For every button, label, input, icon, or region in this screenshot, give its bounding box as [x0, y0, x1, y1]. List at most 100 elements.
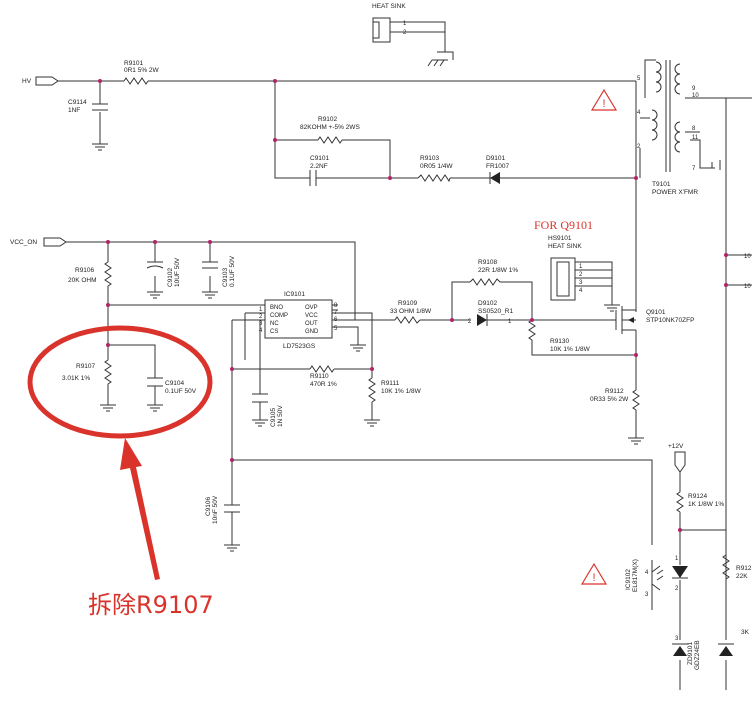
zd9101-zener — [672, 643, 688, 656]
t9101-transformer — [651, 60, 681, 172]
r9124-value: 1K 1/8W 1% — [688, 501, 724, 508]
zd9101-value: GDZ24EB — [694, 640, 701, 670]
vcc-on-label: VCC_ON — [10, 239, 37, 246]
ic9101-value: LD7523GS — [283, 343, 316, 350]
pin-label: 1 — [403, 21, 407, 27]
r9109-ref: R9109 — [398, 300, 418, 307]
ic9102-optocoupler — [651, 565, 688, 591]
c9103-label: C9103 — [222, 267, 229, 287]
pin-label: 4 — [645, 570, 649, 576]
pin-label: 7 — [334, 310, 338, 316]
pin-label: 2 — [403, 30, 407, 36]
hs9101-heat-sink — [550, 257, 576, 301]
zener-2 — [718, 643, 734, 656]
ic-pin-comp: COMP — [270, 313, 288, 319]
wires — [58, 21, 752, 690]
d9101-value: FR1007 — [486, 163, 510, 170]
r9109-resistor — [394, 316, 421, 324]
r9108-value: 22R 1/8W 1% — [478, 267, 518, 274]
r9107-ref: R9107 — [76, 363, 96, 370]
r9112-resistor — [632, 389, 640, 411]
r9107-resistor — [104, 359, 112, 385]
ic-pin-out: OUT — [305, 321, 318, 327]
pin-label: 5 — [637, 76, 641, 82]
r912x-ref: R912 — [736, 565, 752, 572]
pin-label: 10 — [744, 254, 751, 260]
pin-label: 1 — [259, 307, 263, 313]
ic9101-ref: IC9101 — [284, 291, 305, 298]
pin-label: 4 — [637, 110, 641, 116]
annotation-arrow — [120, 438, 160, 580]
r9110-ref: R9110 — [310, 373, 329, 380]
pin-label: 8 — [692, 126, 696, 132]
zd9101-label: ZD9101 — [687, 641, 694, 665]
r912x-resistor — [722, 554, 730, 580]
r9130-ref: R9130 — [550, 338, 570, 345]
r9103-ref: R9103 — [420, 155, 440, 162]
r9110-resistor — [309, 365, 335, 373]
c9106-capacitor — [224, 504, 240, 513]
warning-icon: ! — [580, 562, 608, 585]
annotation-text: 拆除R9107 — [88, 591, 214, 619]
d9101-ref: D9101 — [486, 155, 506, 162]
q9101-mosfet — [628, 317, 634, 323]
plus12v-connector — [674, 451, 686, 473]
c9114-capacitor — [92, 103, 108, 111]
pin-label: 4 — [579, 288, 583, 294]
r9124-resistor — [676, 491, 684, 513]
pin-label: 2 — [579, 272, 583, 278]
c9103-value: 0.1UF 50V — [229, 255, 236, 287]
hv-label: HV — [22, 78, 32, 85]
c9101-value: 2.2NF — [310, 163, 328, 170]
pin-label: 3 — [579, 280, 583, 286]
r9111-value: 10K 1% 1/8W — [381, 388, 422, 395]
pin-label: 10 — [692, 93, 699, 99]
pin-label: 5 — [334, 326, 338, 332]
pin-label: 1 — [675, 556, 679, 562]
r9106-resistor — [104, 261, 112, 287]
plus12v-label: +12V — [668, 443, 684, 450]
r9102-ref: R9102 — [318, 116, 338, 123]
ic9102-label: IC9102 — [625, 569, 632, 590]
r9101-value: 0R1 5% 2W — [124, 67, 160, 74]
d9102-value: SS0520_R1 — [478, 308, 513, 315]
r9107-value: 3.01K 1% — [62, 375, 90, 382]
pin-label: 1 — [508, 319, 512, 325]
ground-symbols — [92, 51, 644, 552]
for-q9101-note: FOR Q9101 — [534, 218, 593, 232]
hs9101-ref: HS9101 — [548, 235, 572, 242]
pin-label: 4 — [259, 328, 263, 334]
ic-pin-cs: CS — [270, 329, 278, 335]
pin-label: 3 — [675, 636, 679, 642]
pin-label: 6 — [334, 317, 338, 323]
d9101-diode — [489, 172, 500, 184]
r9112-ref: R9112 — [605, 388, 624, 395]
c9105-value: 1N 50V — [277, 405, 284, 427]
r9109-value: 33 OHM 1/8W — [390, 308, 432, 315]
c9106-value: 10nF 50V — [212, 495, 219, 524]
r9110-value: 470R 1% — [310, 381, 337, 388]
r9112-value: 0R33 5% 2W — [590, 396, 629, 403]
r9111-ref: R9111 — [381, 380, 400, 387]
hs9101-value: HEAT SINK — [548, 243, 582, 250]
vcc-on-connector — [43, 237, 67, 247]
pin-label: 9 — [692, 86, 696, 92]
ic-pin-gnd: GND — [305, 329, 319, 335]
q9101-value: STP10NK70ZFP — [646, 317, 694, 324]
q9101-ref: Q9101 — [646, 309, 666, 316]
pin-label: 3 — [259, 321, 263, 327]
ic9102-value: EL817M(X) — [632, 559, 639, 592]
pin-label: 1 — [579, 264, 583, 270]
c9101-ref: C9101 — [310, 155, 330, 162]
c9103-capacitor — [202, 261, 218, 269]
r9102-resistor — [317, 136, 343, 144]
warning-icon: ! — [590, 88, 618, 111]
c9106-label: C9106 — [205, 496, 212, 516]
pin-label: 2 — [259, 314, 263, 320]
ic-pin-vcc: VCC — [305, 313, 318, 319]
r9108-ref: R9108 — [478, 259, 498, 266]
r9130-value: 10K 1% 1/8W — [550, 346, 591, 353]
pin-label: 2 — [468, 319, 472, 325]
annotation-circle — [27, 325, 213, 439]
